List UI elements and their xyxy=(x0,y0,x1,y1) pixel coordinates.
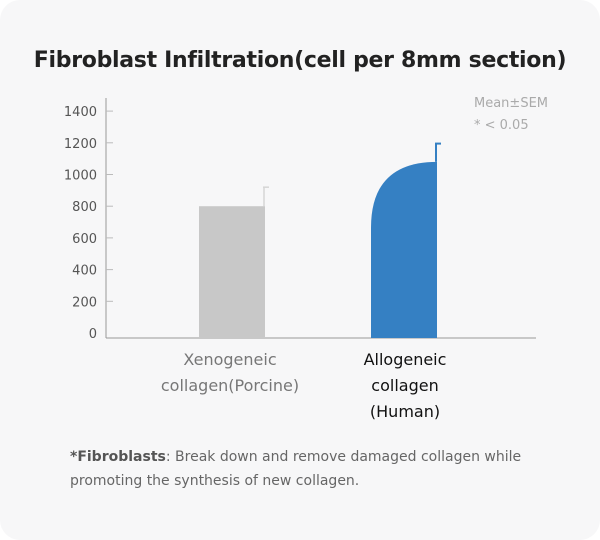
y-tick-label: 1400 xyxy=(64,105,97,120)
y-tick-label: 400 xyxy=(72,264,97,279)
y-tick-label: 1000 xyxy=(64,169,97,184)
category-label-allogeneic: Allogeneic collagen (Human) xyxy=(310,347,500,425)
footnote-text: : Break down and remove damaged collagen… xyxy=(70,449,522,489)
y-tick-label: 1200 xyxy=(64,137,97,152)
category-line: Allogeneic xyxy=(363,350,447,369)
y-tick-label: 600 xyxy=(72,232,97,247)
chart-title: Fibroblast Infiltration(cell per 8mm sec… xyxy=(33,48,567,73)
category-line: (Human) xyxy=(369,402,441,421)
category-line: collagen xyxy=(371,376,439,395)
y-tick-label: 800 xyxy=(72,200,97,215)
legend-note: Mean±SEM xyxy=(474,96,548,111)
y-tick-label: 200 xyxy=(72,295,97,310)
category-line: Xenogeneic xyxy=(183,350,277,369)
y-tick-label: 0 xyxy=(89,327,97,342)
footnote: *Fibroblasts: Break down and remove dama… xyxy=(70,445,540,493)
category-label-xenogeneic: Xenogeneic collagen(Porcine) xyxy=(130,347,330,399)
footnote-term: *Fibroblasts xyxy=(70,449,166,465)
bar-allogeneic xyxy=(371,161,437,338)
legend-note: * < 0.05 xyxy=(474,118,529,133)
category-line: collagen(Porcine) xyxy=(160,376,300,395)
bar-xenogeneic xyxy=(199,206,265,338)
